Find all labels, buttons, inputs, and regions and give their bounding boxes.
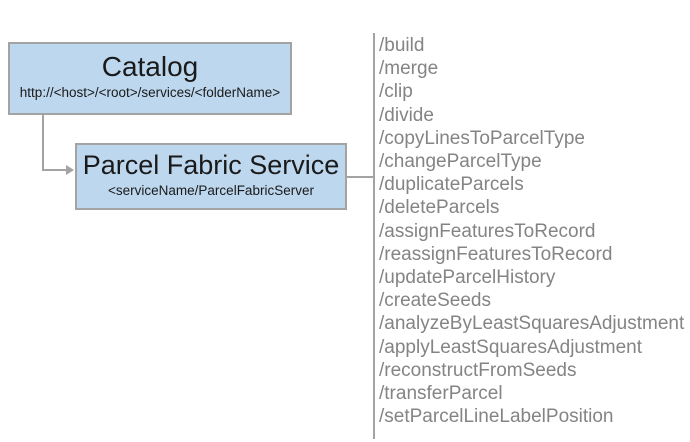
operation-item: /changeParcelType bbox=[379, 151, 542, 173]
operation-item: /assignFeaturesToRecord bbox=[379, 220, 596, 242]
catalog-title: Catalog bbox=[101, 51, 199, 82]
operation-item: /analyzeByLeastSquaresAdjustment bbox=[379, 313, 685, 335]
operation-item: /setParcelLineLabelPosition bbox=[379, 406, 614, 428]
catalog-to-service-connector-vertical bbox=[42, 115, 44, 171]
operation-item: /reconstructFromSeeds bbox=[379, 359, 577, 381]
operation-item: /build bbox=[379, 35, 425, 56]
operation-item: /deleteParcels bbox=[379, 197, 500, 219]
operation-item: /createSeeds bbox=[379, 290, 491, 312]
operation-item: /clip bbox=[379, 81, 413, 103]
catalog-box: Catalog http://<host>/<root>/services/<f… bbox=[8, 42, 292, 115]
catalog-url-template: http://<host>/<root>/services/<folderNam… bbox=[19, 85, 281, 100]
catalog-to-service-connector-horizontal bbox=[42, 169, 67, 171]
operation-item: /merge bbox=[379, 58, 439, 80]
operations-list: /build/merge/clip/divide/copyLinesToParc… bbox=[379, 34, 684, 428]
operation-item: /updateParcelHistory bbox=[379, 267, 556, 289]
arrow-right-icon bbox=[66, 165, 74, 175]
operation-item: /applyLeastSquaresAdjustment bbox=[379, 336, 642, 358]
service-to-operations-connector bbox=[347, 176, 373, 178]
operations-separator-line bbox=[373, 33, 375, 439]
operation-item: /reassignFeaturesToRecord bbox=[379, 243, 613, 265]
parcel-fabric-service-title: Parcel Fabric Service bbox=[82, 150, 340, 180]
operation-item: /divide bbox=[379, 104, 434, 126]
operation-item: /duplicateParcels bbox=[379, 174, 524, 196]
parcel-fabric-service-box: Parcel Fabric Service <serviceName/Parce… bbox=[75, 143, 347, 210]
parcel-fabric-service-url-template: <serviceName/ParcelFabricServer bbox=[108, 183, 314, 198]
operation-item: /transferParcel bbox=[379, 383, 503, 405]
operation-item: /copyLinesToParcelType bbox=[379, 127, 585, 149]
